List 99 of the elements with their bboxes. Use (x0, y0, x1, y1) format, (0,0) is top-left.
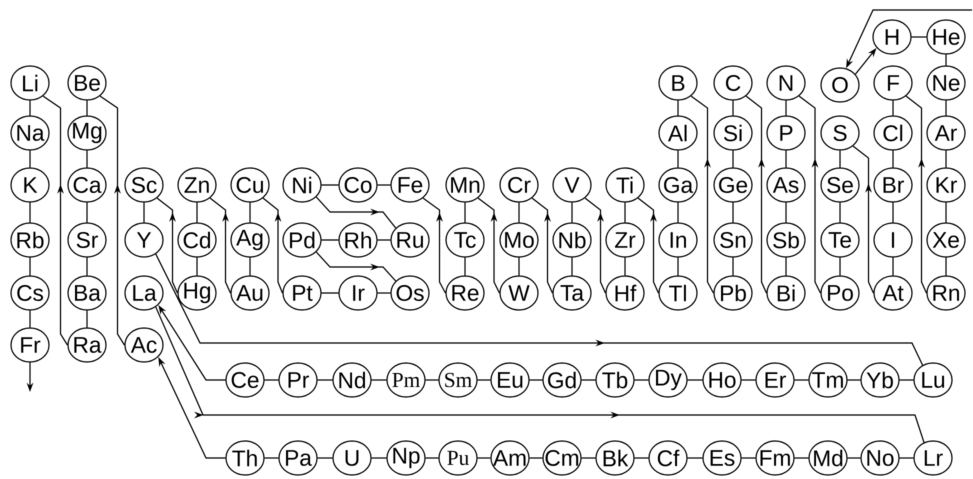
connector-line (732, 202, 734, 222)
arrow (746, 96, 767, 294)
connector-line (196, 202, 198, 222)
connector-line (29, 100, 31, 116)
connector-line (29, 310, 31, 328)
connector-line (634, 457, 648, 459)
connector-line (478, 379, 490, 381)
connector-line (29, 202, 31, 222)
connector-line (785, 150, 787, 168)
connector-line (378, 184, 390, 186)
connector-line (945, 150, 947, 168)
connector-line (86, 258, 88, 276)
connector-line (264, 379, 278, 381)
connector-line (571, 202, 573, 222)
connector-line (848, 457, 860, 459)
connector-line (624, 202, 626, 222)
connector-line (426, 379, 438, 381)
connector-line (677, 150, 679, 168)
connector-line (785, 258, 787, 276)
connector-line (582, 379, 596, 381)
arrow (422, 198, 446, 294)
connector-line (464, 258, 466, 276)
connector-line (322, 239, 338, 241)
connector-line (677, 202, 679, 222)
arrow (155, 306, 925, 443)
connector-line (29, 258, 31, 276)
arrow (100, 96, 125, 346)
connector-line (86, 202, 88, 222)
connector-line (900, 457, 914, 459)
arrow (478, 198, 500, 294)
connector-line (945, 54, 947, 66)
connector-line (464, 202, 466, 222)
connector-line (29, 150, 31, 168)
connector-line (742, 457, 756, 459)
connector-line (143, 202, 145, 222)
connector-line (839, 202, 841, 222)
arrow (316, 252, 396, 282)
connector-line (264, 457, 278, 459)
connector-line (785, 100, 787, 116)
connector-line (378, 239, 390, 241)
connector-line (518, 258, 520, 276)
arrow (798, 96, 821, 294)
connector-line (86, 150, 88, 168)
connector-line (86, 100, 88, 116)
connector-line (688, 457, 702, 459)
connector-line (945, 100, 947, 116)
connector-line (624, 258, 626, 276)
connector-line (249, 258, 251, 276)
connector-line (839, 258, 841, 276)
connector-line (839, 150, 841, 168)
connector-line (677, 258, 679, 276)
arrow (262, 198, 283, 294)
arrow (852, 146, 874, 294)
connector-line (794, 457, 808, 459)
connector-line (249, 202, 251, 222)
connector-line (848, 379, 860, 381)
arrow (532, 198, 553, 294)
connector-line (322, 292, 338, 294)
arrow (156, 198, 178, 294)
connector-line (945, 258, 947, 276)
connector-line (900, 379, 914, 381)
connector-line (530, 379, 542, 381)
arrow (690, 96, 714, 294)
connector-line (318, 457, 332, 459)
connector-line (742, 379, 756, 381)
connector-line (732, 150, 734, 168)
connector-line (912, 36, 926, 38)
arrow (210, 198, 231, 294)
connector-line (372, 457, 386, 459)
connector-line (945, 202, 947, 222)
connector-line (785, 202, 787, 222)
connector-line (196, 258, 198, 276)
connector-line (571, 258, 573, 276)
connector-line (426, 457, 438, 459)
connector-line (892, 100, 894, 116)
connector-line (322, 184, 338, 186)
connector-line (86, 310, 88, 328)
connector-line (677, 100, 679, 116)
arrow (638, 198, 659, 294)
arrow (42, 96, 68, 346)
connector-line (318, 379, 332, 381)
connector-line (530, 457, 542, 459)
arrow (584, 198, 606, 294)
connector-line (732, 258, 734, 276)
connector-line (634, 379, 648, 381)
arrow (316, 196, 396, 228)
arrow (906, 96, 927, 294)
connector-line (582, 457, 596, 459)
connector-line (478, 457, 490, 459)
connector-line (518, 202, 520, 222)
connector-line (372, 379, 386, 381)
arrow (155, 254, 924, 366)
connector-line (794, 379, 808, 381)
connector-line (732, 100, 734, 116)
connector-line (688, 379, 702, 381)
connector-line (892, 202, 894, 222)
connector-line (892, 150, 894, 168)
connector-line (378, 292, 390, 294)
connector-line (892, 258, 894, 276)
